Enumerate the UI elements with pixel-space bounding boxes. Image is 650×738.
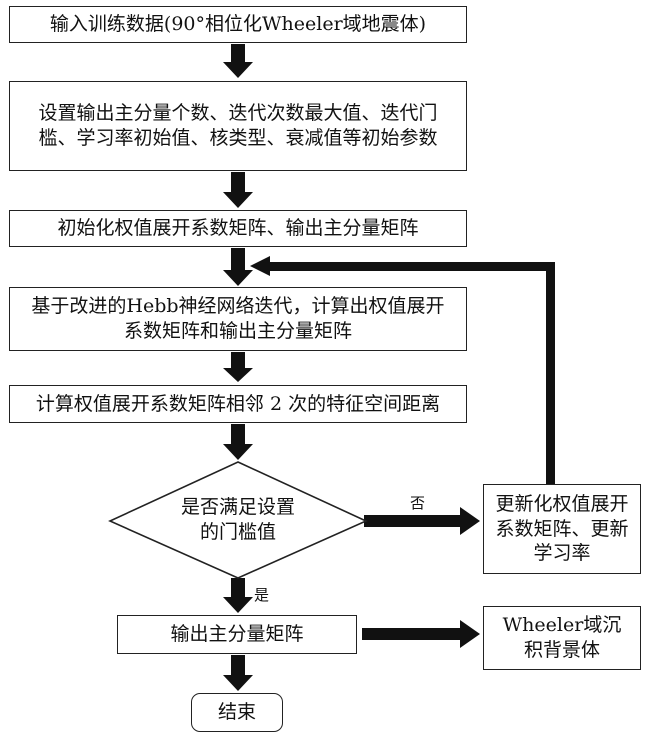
init-text: 初始化权值展开系数矩阵、输出主分量矩阵: [57, 217, 419, 240]
edge-label-yes: 是: [254, 586, 270, 604]
decision-text-wrap: 是否满足设置的门槛值: [180, 478, 296, 562]
arrow-input-to-params: [223, 44, 253, 78]
arrow-no-to-update: [364, 507, 480, 535]
arrow-iterate-to-distance: [223, 352, 253, 382]
loop-back-horizontal: [268, 262, 555, 271]
params-box: 设置输出主分量个数、迭代次数最大值、迭代门槛、学习率初始值、核类型、衰减值等初始…: [9, 81, 467, 171]
result-text: Wheeler域沉积背景体: [502, 614, 622, 661]
loop-back-arrowhead: [250, 256, 270, 276]
init-box: 初始化权值展开系数矩阵、输出主分量矩阵: [9, 210, 467, 247]
decision-text: 是否满足设置的门槛值: [180, 496, 295, 543]
result-box: Wheeler域沉积背景体: [483, 606, 641, 670]
output-text: 输出主分量矩阵: [170, 623, 304, 646]
arrow-init-to-iterate: [223, 248, 253, 286]
params-text: 设置输出主分量个数、迭代次数最大值、迭代门槛、学习率初始值、核类型、衰减值等初始…: [38, 102, 438, 149]
decision-diamond: [108, 461, 368, 579]
edge-label-no: 否: [410, 494, 426, 512]
arrow-output-to-result: [362, 620, 480, 648]
input-box: 输入训练数据(90°相位化Wheeler域地震体): [9, 6, 467, 43]
iterate-box: 基于改进的Hebb神经网络迭代，计算出权值展开系数矩阵和输出主分量矩阵: [9, 287, 467, 351]
arrow-decision-to-output: [223, 578, 253, 613]
end-box: 结束: [191, 693, 283, 732]
input-text: 输入训练数据(90°相位化Wheeler域地震体): [49, 13, 427, 36]
distance-box: 计算权值展开系数矩阵相邻 2 次的特征空间距离: [9, 385, 467, 423]
distance-text: 计算权值展开系数矩阵相邻 2 次的特征空间距离: [35, 392, 441, 415]
update-box: 更新化权值展开系数矩阵、更新学习率: [483, 484, 641, 574]
output-box: 输出主分量矩阵: [117, 615, 357, 654]
update-text: 更新化权值展开系数矩阵、更新学习率: [495, 492, 629, 565]
arrow-output-to-end: [223, 655, 253, 691]
arrow-distance-to-decision: [223, 424, 253, 460]
arrow-params-to-init: [223, 172, 253, 208]
iterate-text: 基于改进的Hebb神经网络迭代，计算出权值展开系数矩阵和输出主分量矩阵: [31, 295, 445, 342]
loop-back-vertical: [546, 262, 555, 484]
end-text: 结束: [217, 701, 256, 724]
